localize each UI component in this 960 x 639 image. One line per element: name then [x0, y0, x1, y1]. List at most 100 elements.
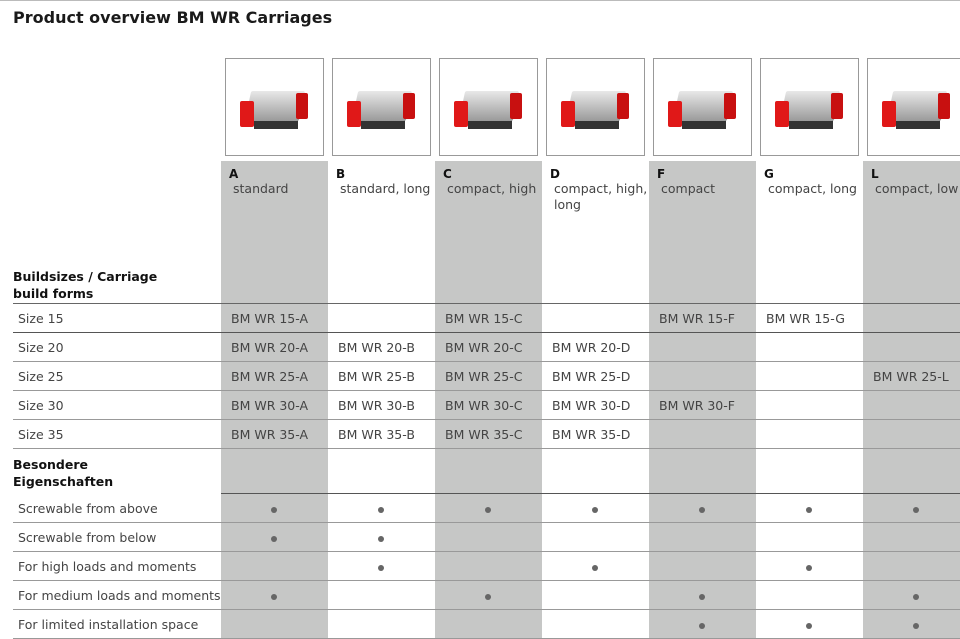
features-heading: Besondere Eigenschaften [13, 457, 114, 489]
size-cell: BM WR 15-G [766, 311, 845, 326]
column-description: compact [661, 181, 716, 196]
feature-dot [699, 507, 705, 513]
carriage-image-C [439, 58, 538, 156]
column-description: standard, long [340, 181, 431, 196]
size-cell: BM WR 20-D [552, 340, 631, 355]
feature-dot [271, 507, 277, 513]
column-background-F [649, 161, 756, 639]
feature-dot [271, 594, 277, 600]
feature-dot [271, 536, 277, 542]
row-divider [13, 448, 960, 449]
column-description: compact, low [875, 181, 959, 196]
size-cell: BM WR 25-D [552, 369, 631, 384]
carriage-picture [668, 87, 738, 131]
page-title: Product overview BM WR Carriages [13, 8, 333, 27]
size-cell: BM WR 35-C [445, 427, 523, 442]
feature-label: Screwable from above [18, 501, 158, 516]
size-label: Size 30 [18, 398, 64, 413]
column-description: standard [233, 181, 289, 196]
column-background-L [863, 161, 960, 639]
feature-label: Screwable from below [18, 530, 157, 545]
feature-dot [378, 507, 384, 513]
row-divider [13, 332, 960, 333]
carriage-image-A [225, 58, 324, 156]
size-cell: BM WR 30-A [231, 398, 309, 413]
carriage-picture [454, 87, 524, 131]
row-divider [13, 522, 960, 523]
size-cell: BM WR 25-L [873, 369, 949, 384]
column-letter: C [443, 167, 452, 181]
carriage-picture [347, 87, 417, 131]
feature-dot [378, 565, 384, 571]
feature-dot [592, 507, 598, 513]
column-letter: G [764, 167, 774, 181]
carriage-picture [240, 87, 310, 131]
size-cell: BM WR 35-B [338, 427, 415, 442]
carriage-image-G [760, 58, 859, 156]
column-description: compact, high [447, 181, 537, 196]
size-cell: BM WR 30-B [338, 398, 415, 413]
size-cell: BM WR 35-A [231, 427, 309, 442]
size-label: Size 35 [18, 427, 64, 442]
row-divider [13, 580, 960, 581]
size-cell: BM WR 15-A [231, 311, 309, 326]
carriage-image-F [653, 58, 752, 156]
carriage-picture [561, 87, 631, 131]
column-letter: F [657, 167, 666, 181]
carriage-image-B [332, 58, 431, 156]
carriage-picture [882, 87, 952, 131]
column-description: compact, high, long [554, 181, 648, 212]
size-cell: BM WR 25-C [445, 369, 523, 384]
feature-label: For high loads and moments [18, 559, 197, 574]
column-letter: B [336, 167, 346, 181]
feature-dot [378, 536, 384, 542]
column-letter: A [229, 167, 239, 181]
column-letter: D [550, 167, 560, 181]
divider [13, 303, 960, 304]
column-background-A [221, 161, 328, 639]
feature-dot [913, 507, 919, 513]
feature-label: For limited installation space [18, 617, 199, 632]
feature-label: For medium loads and moments [18, 588, 221, 603]
feature-dot [913, 594, 919, 600]
size-cell: BM WR 15-C [445, 311, 523, 326]
feature-dot [592, 565, 598, 571]
carriage-image-D [546, 58, 645, 156]
feature-dot [485, 594, 491, 600]
row-divider [13, 390, 960, 391]
size-cell: BM WR 20-B [338, 340, 415, 355]
size-cell: BM WR 30-C [445, 398, 523, 413]
row-divider [13, 551, 960, 552]
size-cell: BM WR 25-A [231, 369, 309, 384]
feature-dot [806, 565, 812, 571]
size-cell: BM WR 30-D [552, 398, 631, 413]
feature-dot [699, 623, 705, 629]
feature-dot [485, 507, 491, 513]
size-cell: BM WR 15-F [659, 311, 735, 326]
row-divider [13, 419, 960, 420]
feature-dot [699, 594, 705, 600]
size-cell: BM WR 30-F [659, 398, 735, 413]
size-label: Size 25 [18, 369, 64, 384]
feature-dot [806, 507, 812, 513]
divider [221, 493, 960, 494]
size-cell: BM WR 25-B [338, 369, 415, 384]
size-cell: BM WR 35-D [552, 427, 631, 442]
column-letter: L [871, 167, 879, 181]
column-background-C [435, 161, 542, 639]
carriage-picture [775, 87, 845, 131]
column-description: compact, long [768, 181, 857, 196]
row-divider [13, 361, 960, 362]
feature-dot [913, 623, 919, 629]
size-cell: BM WR 20-C [445, 340, 523, 355]
size-label: Size 15 [18, 311, 64, 326]
row-divider [13, 609, 960, 610]
size-cell: BM WR 20-A [231, 340, 309, 355]
size-label: Size 20 [18, 340, 64, 355]
sizes-heading: Buildsizes / Carriage build forms [13, 269, 158, 301]
